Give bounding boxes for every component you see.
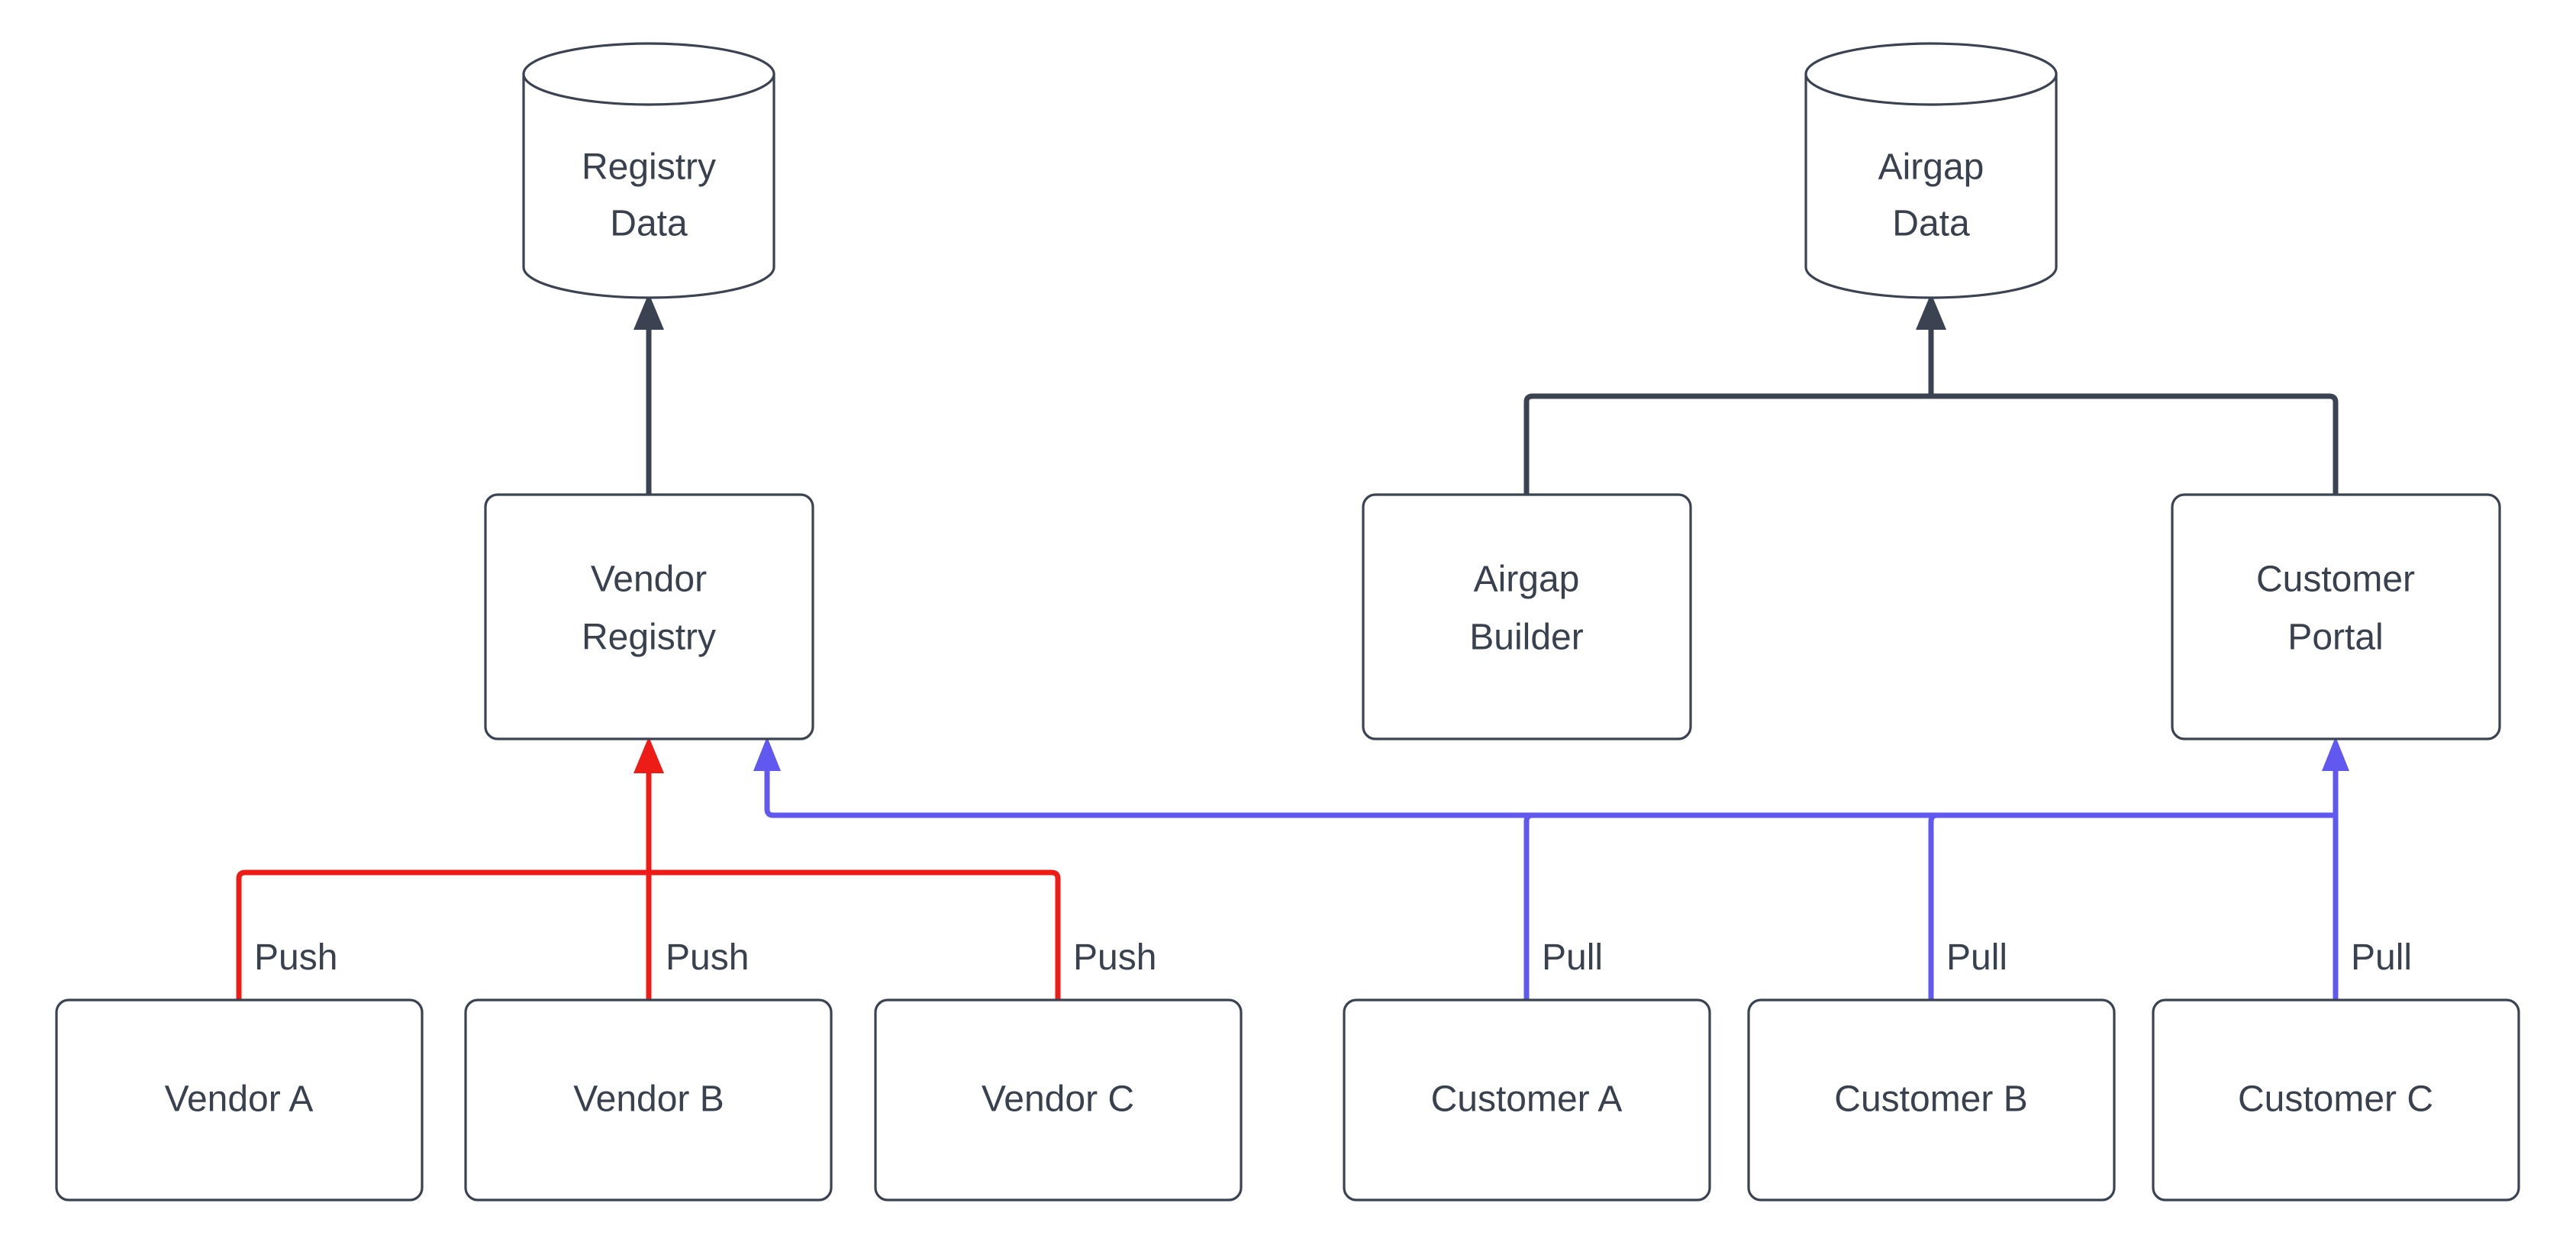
- edge-label-pull-customer-b: Pull: [1946, 937, 2007, 978]
- datastore-airgap-data[interactable]: Airgap Data: [1804, 42, 2058, 299]
- node-box-shape: [1343, 998, 1711, 1202]
- actor-label: Vendor C: [982, 1079, 1134, 1120]
- node-box-shape: [55, 998, 424, 1202]
- edge-airgap-bracket-to-airgap-data: [1523, 293, 2339, 495]
- edge-pull-to-vendor-registry: [764, 760, 2336, 818]
- edge-label-pull-customer-c: Pull: [2351, 937, 2412, 978]
- service-node-vendor-registry[interactable]: Vendor Registry: [484, 493, 814, 740]
- cylinder-top-ellipse: [522, 42, 775, 106]
- actor-label: Customer A: [1431, 1079, 1623, 1120]
- actor-node-vendor-b[interactable]: Vendor B: [464, 998, 833, 1202]
- cylinder-body-shape: [522, 74, 775, 299]
- actor-node-vendor-a[interactable]: Vendor A: [55, 998, 424, 1202]
- edge-push-vendor-c: [649, 869, 1061, 1000]
- datastore-label-line2: Data: [1892, 204, 1970, 244]
- cylinder-body-shape: [1804, 74, 2058, 299]
- actor-label: Customer C: [2238, 1079, 2433, 1120]
- node-box-shape: [484, 493, 814, 740]
- datastore-label-line1: Airgap: [1878, 147, 1984, 188]
- actor-node-customer-a[interactable]: Customer A: [1343, 998, 1711, 1202]
- edge-bracket-line: [1523, 393, 2339, 495]
- node-box-shape: [874, 998, 1243, 1202]
- service-label-line1: Customer: [2256, 560, 2415, 600]
- service-label-line2: Portal: [2287, 618, 2383, 658]
- edge-vendors-push-to-vendor-registry: [236, 737, 1061, 1000]
- service-node-airgap-builder[interactable]: Airgap Builder: [1362, 493, 1692, 740]
- actor-label: Vendor B: [573, 1079, 724, 1120]
- service-label-line2: Registry: [582, 618, 716, 658]
- arrowhead-up-icon: [753, 737, 781, 771]
- arrowhead-up-icon: [634, 737, 664, 773]
- edge-vendor-registry-to-registry-data: [634, 293, 664, 495]
- service-label-line2: Builder: [1469, 618, 1583, 658]
- service-node-customer-portal[interactable]: Customer Portal: [2171, 493, 2501, 740]
- edge-label-push-vendor-b: Push: [666, 937, 749, 978]
- node-box-shape: [2152, 998, 2520, 1202]
- node-box-shape: [464, 998, 833, 1202]
- edge-customers-pull: [753, 737, 2349, 1000]
- actor-label: Vendor A: [165, 1079, 314, 1120]
- edge-push-vendor-a: [236, 869, 649, 1000]
- datastore-label-line2: Data: [610, 204, 688, 244]
- service-label-line1: Airgap: [1474, 560, 1580, 600]
- actor-label: Customer B: [1834, 1079, 2027, 1120]
- node-box-shape: [1747, 998, 2116, 1202]
- datastore-registry-data[interactable]: Registry Data: [522, 42, 775, 299]
- node-box-shape: [2171, 493, 2501, 740]
- service-label-line1: Vendor: [591, 560, 707, 600]
- cylinder-top-ellipse: [1804, 42, 2058, 106]
- edge-label-push-vendor-c: Push: [1073, 937, 1156, 978]
- edge-label-push-vendor-a: Push: [254, 937, 337, 978]
- arrowhead-up-icon: [2322, 737, 2349, 771]
- actor-node-vendor-c[interactable]: Vendor C: [874, 998, 1243, 1202]
- edge-label-pull-customer-a: Pull: [1542, 937, 1603, 978]
- arrowhead-up-icon: [1916, 293, 1946, 330]
- actor-node-customer-b[interactable]: Customer B: [1747, 998, 2116, 1202]
- datastore-label-line1: Registry: [582, 147, 716, 188]
- actor-node-customer-c[interactable]: Customer C: [2152, 998, 2520, 1202]
- arrowhead-up-icon: [634, 293, 664, 330]
- node-box-shape: [1362, 493, 1692, 740]
